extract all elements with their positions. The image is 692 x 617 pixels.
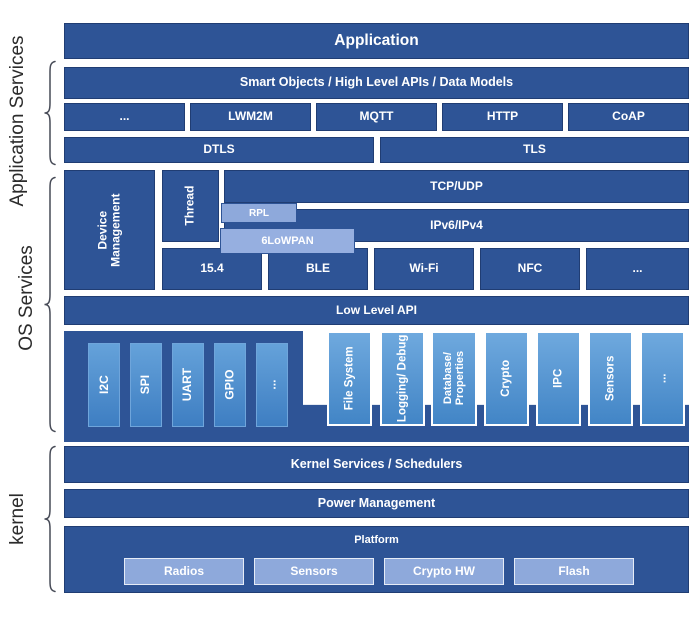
peripheral-i2c: I2C [88, 343, 120, 427]
layer-tls: TLS [380, 137, 689, 163]
box-device-management: Device Management [64, 170, 155, 290]
label-os-services: OS Services [16, 245, 37, 351]
thread-label: Thread [182, 185, 197, 227]
file-system-label: File System [343, 346, 356, 411]
phy-15-4: 15.4 [162, 248, 262, 290]
peripheral-ellipsis: ... [256, 343, 288, 427]
layer-smart-objects: Smart Objects / High Level APIs / Data M… [64, 67, 689, 99]
protocol-ellipsis: ... [64, 103, 185, 131]
layer-power-management: Power Management [64, 489, 689, 518]
gpio-label: GPIO [222, 369, 237, 401]
label-kernel: kernel [7, 493, 28, 545]
peripheral-ellipsis-label: ... [264, 379, 279, 391]
crypto-label: Crypto [500, 359, 513, 398]
phy-nfc: NFC [480, 248, 580, 290]
module-ellipsis-label: ... [656, 373, 669, 384]
box-thread: Thread [162, 170, 219, 242]
protocol-mqtt: MQTT [316, 103, 437, 131]
database-properties-label: Database/ Properties [441, 351, 466, 406]
chip-crypto-hw: Crypto HW [384, 558, 504, 585]
label-application-services: Application Services [7, 35, 28, 207]
platform-box: Platform Radios Sensors Crypto HW Flash [64, 526, 689, 593]
layer-kernel-services: Kernel Services / Schedulers [64, 446, 689, 483]
module-ipc: IPC [536, 331, 581, 426]
overlay-6lowpan: 6LoWPAN [220, 228, 355, 254]
module-ellipsis: ... [640, 331, 685, 426]
brace-os-services [44, 176, 56, 433]
chip-sensors: Sensors [254, 558, 374, 585]
protocol-lwm2m: LWM2M [190, 103, 311, 131]
brace-kernel [44, 445, 56, 593]
phy-ble: BLE [268, 248, 368, 290]
module-sensors: Sensors [588, 331, 633, 426]
ipc-label: IPC [552, 368, 565, 389]
phy-ellipsis: ... [586, 248, 689, 290]
peripheral-spi: SPI [130, 343, 162, 427]
peripheral-gpio: GPIO [214, 343, 246, 427]
layer-tcp-udp: TCP/UDP [224, 170, 689, 203]
layer-low-level-api: Low Level API [64, 296, 689, 325]
chip-flash: Flash [514, 558, 634, 585]
peripheral-uart: UART [172, 343, 204, 427]
brace-application-services [44, 60, 56, 166]
phy-wifi: Wi-Fi [374, 248, 474, 290]
module-crypto: Crypto [484, 331, 529, 426]
platform-label: Platform [354, 534, 399, 546]
module-database-properties: Database/ Properties [431, 331, 477, 426]
spi-label: SPI [138, 375, 153, 395]
device-management-label: Device Management [95, 193, 123, 267]
chip-radios: Radios [124, 558, 244, 585]
module-logging-debug: Logging/ Debug [380, 331, 425, 426]
overlay-rpl: RPL [221, 203, 297, 223]
layer-application: Application [64, 23, 689, 59]
protocol-coap: CoAP [568, 103, 689, 131]
module-file-system: File System [327, 331, 372, 426]
logging-debug-label: Logging/ Debug [396, 334, 409, 423]
layer-dtls: DTLS [64, 137, 374, 163]
i2c-label: I2C [96, 375, 111, 395]
protocol-http: HTTP [442, 103, 563, 131]
uart-label: UART [180, 368, 195, 402]
sensors-label: Sensors [604, 355, 617, 402]
